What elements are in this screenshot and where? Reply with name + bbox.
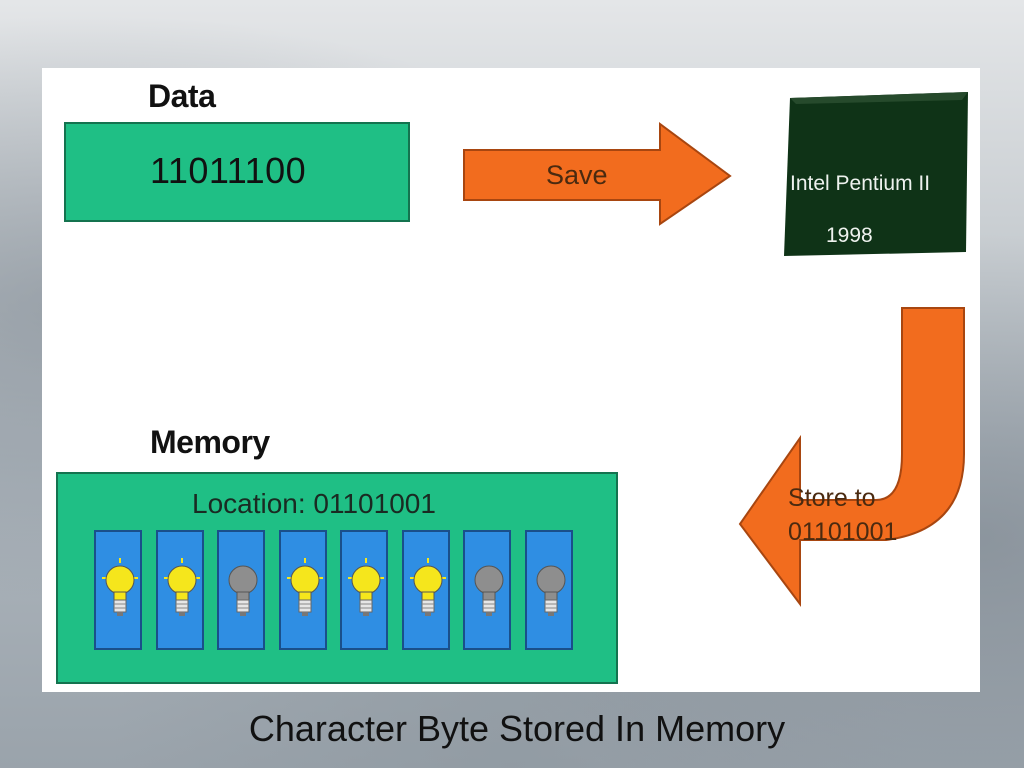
save-arrow-label: Save: [546, 160, 608, 190]
light-bulb-on-icon: [163, 558, 200, 616]
light-bulb-on-icon: [409, 558, 446, 616]
store-arrow-label-line1: Store to: [788, 484, 876, 512]
chip-year: 1998: [826, 224, 873, 247]
light-bulb-on-icon: [348, 558, 384, 616]
light-bulb-off-icon: [536, 565, 565, 616]
memory-cell: [401, 530, 450, 650]
caption: Character Byte Stored In Memory: [248, 708, 786, 749]
memory-cell: [463, 530, 511, 650]
store-arrow: [738, 307, 965, 607]
data-value: 11011100: [150, 150, 307, 191]
memory-cell: [217, 530, 265, 650]
light-bulb-off-icon: [228, 565, 258, 616]
data-heading: Data: [148, 78, 216, 114]
memory-cell: [155, 530, 204, 650]
memory-heading: Memory: [150, 424, 270, 460]
light-bulb-on-icon: [286, 558, 323, 616]
memory-location: Location: 01101001: [192, 488, 436, 519]
memory-cell: [94, 530, 142, 650]
memory-cell: [278, 530, 327, 650]
light-bulb-off-icon: [474, 565, 504, 616]
diagram-panel: Data 11011100 Save Intel Pentium II 1998…: [42, 68, 980, 692]
memory-cell: [340, 530, 388, 650]
cpu-chip-icon: [784, 92, 968, 256]
store-arrow-label-line2: 01101001: [788, 518, 898, 546]
memory-box: Location: 01101001: [56, 472, 618, 684]
data-box: 11011100: [64, 122, 410, 222]
memory-cell: [524, 530, 573, 650]
light-bulb-on-icon: [102, 558, 138, 616]
chip-name: Intel Pentium II: [790, 172, 931, 195]
save-arrow: [463, 122, 732, 226]
